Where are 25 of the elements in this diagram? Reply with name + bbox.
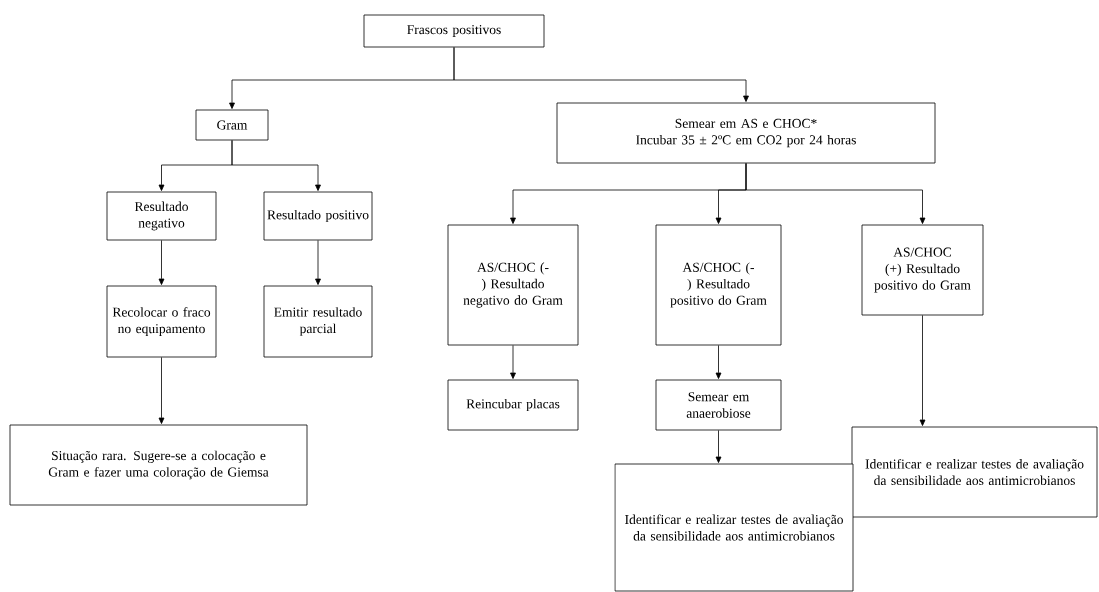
process-box: Situação rara. Sugere-se a colocação e Gram e fazer uma coloração de Giemsa	[9, 424, 308, 506]
process-box: Resultado positivo	[263, 191, 373, 241]
arrow	[231, 140, 321, 191]
arrow	[510, 345, 516, 379]
arrow	[158, 357, 165, 424]
process-box: AS/CHOC (+) Resultado positivo do Gram	[861, 224, 984, 316]
arrow	[315, 240, 321, 285]
process-box: Emitir resultado parcial	[263, 285, 373, 358]
process-box: Identificar e realizar testes de avaliação da sensibilidade aos antimicrobianos	[851, 426, 1098, 518]
process-box: AS/CHOC (-) Resultado positivo do Gram	[655, 224, 782, 346]
process-box: Recolocar o fraco no equipamento	[106, 285, 217, 358]
process-box: Gram	[195, 109, 269, 141]
arrow	[158, 240, 165, 285]
process-box: AS/CHOC (-) Resultado negativo do Gram	[447, 224, 579, 346]
arrow	[715, 430, 722, 463]
arrow	[453, 47, 749, 102]
process-box: Reincubar placas	[447, 379, 579, 431]
arrow	[745, 163, 926, 224]
arrow	[919, 315, 926, 426]
process-box: Semear em anaerobiose	[655, 379, 782, 431]
process-box: Resultado negativo	[106, 191, 217, 241]
process-box: Frascos positivos	[363, 14, 545, 48]
arrow	[715, 345, 722, 379]
process-box: Identificar e realizar testes de avaliação da sensibilidade aos antimicrobianos	[614, 463, 854, 592]
process-box: Semear em AS e CHOC* Incubar 35 ± 2ºC em CO2 por 24 horas	[556, 102, 936, 164]
